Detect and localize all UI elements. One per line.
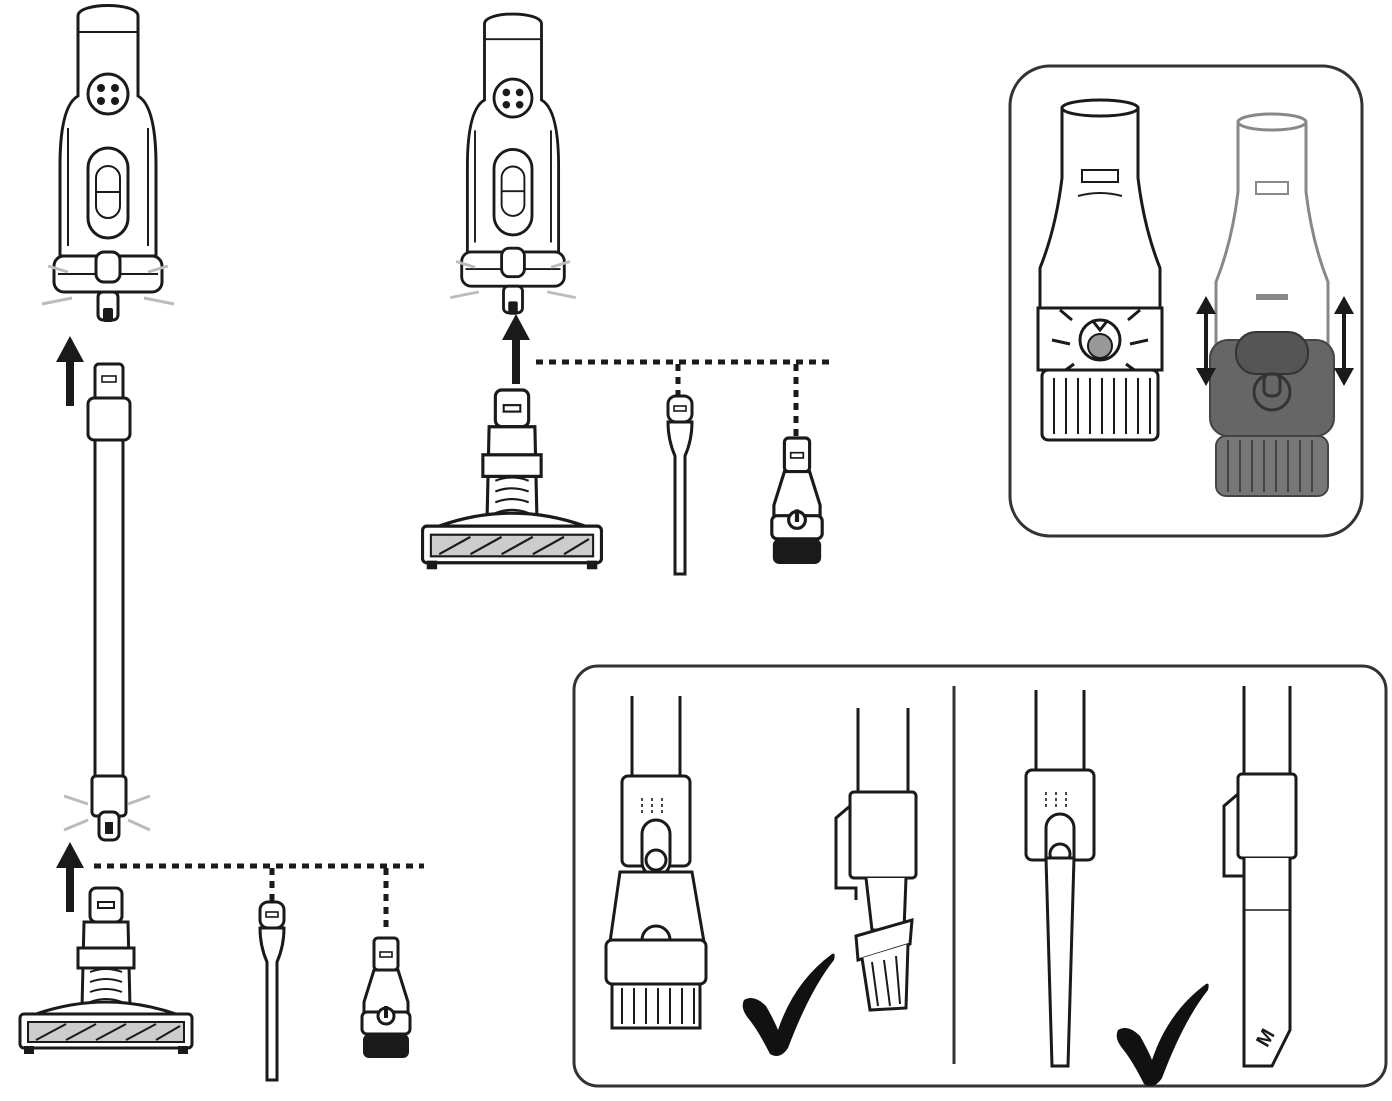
accessory-connector-dotted-line: [536, 359, 830, 436]
floor-head: [420, 388, 604, 571]
example-crevice-tool: M: [1024, 686, 1298, 1086]
accessory-connector-dotted-line: [94, 863, 424, 932]
crevice-tool: [666, 394, 694, 576]
step-full-stick-assembly: [18, 4, 424, 1082]
floor-head: [18, 886, 194, 1056]
attach-up-arrow-icon: [56, 842, 84, 912]
example-dusting-brush: [604, 694, 918, 1056]
panel-frame: [572, 664, 1388, 1088]
step-handheld-assembly: [420, 12, 830, 576]
dusting-brush: [360, 936, 412, 1060]
handheld-unit: [40, 4, 176, 324]
crevice-tool: [258, 900, 286, 1082]
attach-up-arrow-icon: [502, 314, 530, 384]
panel-brush-adjustment: [1008, 64, 1364, 538]
extension-wand: [63, 362, 151, 842]
attach-up-arrow-icon: [56, 336, 84, 406]
handheld-unit: [448, 12, 578, 317]
panel-wand-compatibility: M: [572, 664, 1388, 1088]
dusting-brush: [770, 436, 824, 566]
click-spark-icon: [63, 794, 151, 832]
